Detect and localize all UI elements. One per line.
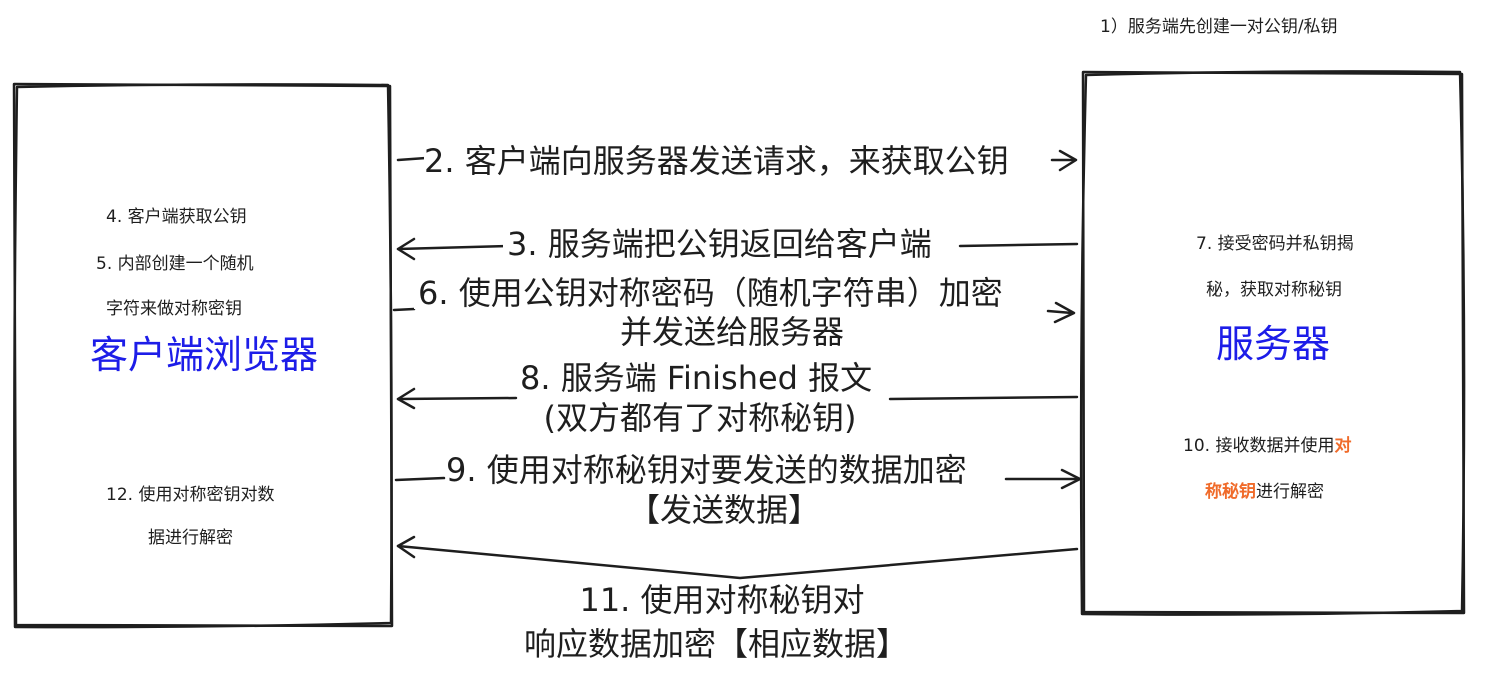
step-11-line2: 响应数据加密【相应数据】 [523,625,909,663]
step-9-line2: 【发送数据】 [627,491,821,529]
arrow-step-2 [396,149,1078,172]
step-6-line2: 并发送给服务器 [619,313,845,351]
server-note-1: 1）服务端先创建一对公钥/私钥 [1100,17,1338,37]
client-note-5-line2: 字符来做对称密钥 [106,299,242,319]
step-11-line1: 11. 使用对称秘钥对 [579,581,865,619]
step-3-label: 3. 服务端把公钥返回给客户端 [503,228,936,260]
server-note-10-line1: 10. 接收数据并使用对 [1183,438,1351,455]
client-box [12,82,394,629]
server-note-7-line1: 7. 接受密码并私钥揭 [1196,234,1354,254]
step-8-line1: 8. 服务端 Finished 报文 [516,362,877,394]
server-note-7-line2: 秘，获取对称秘钥 [1206,280,1342,300]
step-8-line2: (双方都有了对称秘钥) [539,402,861,434]
client-note-12-line2: 据进行解密 [148,528,233,548]
server-note-10-line2: 称秘钥进行解密 [1205,484,1324,501]
server-title: 服务器 [1216,322,1331,366]
client-title: 客户端浏览器 [90,333,319,377]
client-note-12-line1: 12. 使用对称密钥对数 [106,485,275,505]
arrow-step-6 [392,301,1076,324]
client-note-5-line1: 5. 内部创建一个随机 [96,254,254,274]
step-9-line1: 9. 使用对称秘钥对要发送的数据加密 [446,451,967,489]
step-2-label: 2. 客户端向服务器发送请求，来获取公钥 [424,142,1009,180]
server-note-10-highlight-1: 对 [1334,436,1352,456]
server-note-10-highlight-2: 称秘钥 [1205,482,1256,502]
arrow-step-11 [396,535,1079,580]
arrow-step-9 [394,468,1082,490]
arrow-step-3 [396,237,1079,261]
step-6-line1: 6. 使用公钥对称密码（随机字符串）加密 [414,277,1007,309]
server-box [1079,70,1466,616]
server-note-10-prefix: 10. 接收数据并使用 [1183,436,1335,456]
client-note-4: 4. 客户端获取公钥 [106,207,247,227]
server-note-10-suffix: 进行解密 [1256,482,1324,502]
arrow-step-8 [396,387,1079,410]
